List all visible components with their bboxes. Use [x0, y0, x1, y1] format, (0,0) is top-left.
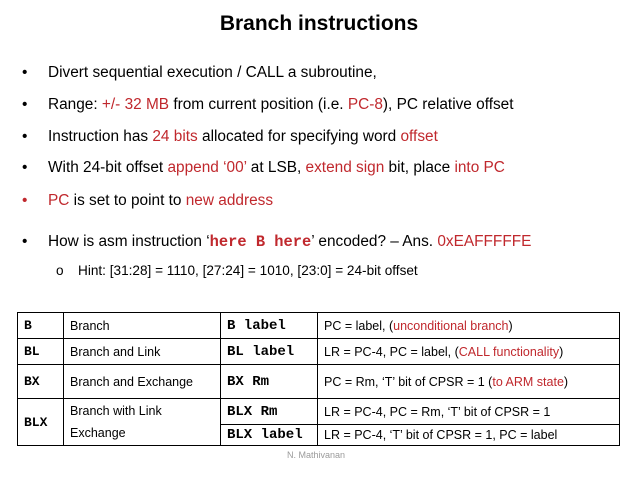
meaning-cell: LR = PC-4, PC = label, (CALL functionali…	[317, 338, 620, 365]
text-segment: With 24-bit offset	[48, 159, 168, 176]
text-segment: PC = Rm, ‘T’ bit of CPSR = 1 (	[324, 374, 493, 389]
text-segment: )	[563, 374, 569, 389]
text-segment: at LSB,	[246, 159, 306, 176]
hint-line: o Hint: [31:28] = 1110, [27:24] = 1010, […	[56, 263, 418, 278]
bullet-marker: •	[22, 159, 28, 176]
example-cell: BLX label	[220, 424, 318, 446]
highlighted-text: +/- 32 MB	[101, 96, 170, 113]
highlighted-text: offset	[400, 128, 438, 145]
bullet-item: • Instruction has 24 bits allocated for s…	[22, 128, 438, 146]
example-cell: B label	[220, 312, 318, 339]
text-segment: allocated for specifying word	[197, 128, 401, 145]
text-segment: Divert sequential execution / CALL a sub…	[48, 64, 377, 81]
opcode-cell: B	[17, 312, 64, 339]
sub-bullet-marker: o	[56, 263, 64, 278]
footer-author: N. Mathivanan	[287, 450, 346, 460]
highlighted-text: CALL functionality	[458, 344, 560, 359]
highlighted-text: PC-8	[347, 96, 383, 113]
bullet-marker: •	[22, 192, 28, 209]
meaning-cell: PC = label, (unconditional branch)	[317, 312, 620, 339]
example-cell: BLX Rm	[220, 398, 318, 425]
branch-instruction-table: B Branch B label PC = label, (unconditio…	[17, 312, 620, 446]
text-segment: from current position (i.e.	[169, 96, 348, 113]
bullet-item: • PC is set to point to new address	[22, 192, 273, 210]
text-segment: LR = PC-4, PC = Rm, ‘T’ bit of CPSR = 1	[324, 404, 551, 419]
text-segment: Instruction has	[48, 128, 153, 145]
highlighted-text: 24 bits	[152, 128, 198, 145]
bullet-marker: •	[22, 64, 28, 81]
highlighted-text: into PC	[454, 159, 505, 176]
opcode-cell: BL	[17, 338, 64, 365]
bullet-marker: •	[22, 128, 28, 145]
bullet-item: • How is asm instruction ‘here B here’ en…	[22, 233, 531, 251]
example-cell: BX Rm	[220, 364, 318, 399]
text-segment: How is asm instruction ‘	[48, 233, 210, 250]
text-segment: ), PC relative offset	[382, 96, 514, 113]
highlighted-text: 0xEAFFFFFE	[437, 233, 532, 250]
description-cell: Branch and Exchange	[63, 364, 221, 399]
bullet-item: • Range: +/- 32 MB from current position …	[22, 96, 514, 114]
highlighted-text: extend sign	[305, 159, 385, 176]
slide-title: Branch instructions	[219, 12, 419, 35]
text-segment: )	[508, 318, 513, 333]
table-row: B Branch B label PC = label, (unconditio…	[17, 312, 620, 339]
meaning-cell: LR = PC-4, PC = Rm, ‘T’ bit of CPSR = 1	[317, 398, 620, 425]
opcode-cell: BLX	[17, 398, 64, 446]
opcode-cell: BX	[17, 364, 64, 399]
meaning-cell: LR = PC-4, ‘T’ bit of CPSR = 1, PC = lab…	[317, 424, 620, 446]
highlighted-text: to ARM state	[492, 374, 564, 389]
text-segment: PC = label, (	[324, 318, 394, 333]
highlighted-text: here B here	[209, 233, 312, 251]
text-segment: Range:	[48, 96, 102, 113]
meaning-cell: PC = Rm, ‘T’ bit of CPSR = 1 (to ARM sta…	[317, 364, 620, 399]
description-cell: Branch and Link	[63, 338, 221, 365]
example-cell: BL label	[220, 338, 318, 365]
bullet-item: • Divert sequential execution / CALL a su…	[22, 64, 377, 82]
text-segment: )	[559, 344, 564, 359]
highlighted-text: append ‘00’	[167, 159, 247, 176]
hint-text: Hint: [31:28] = 1110, [27:24] = 1010, [2…	[78, 263, 418, 278]
text-segment: ’ encoded? – Ans.	[311, 233, 438, 250]
description-cell: Branch with Link Exchange	[63, 398, 221, 446]
highlighted-text: PC	[48, 192, 70, 209]
table-row: BL Branch and Link BL label LR = PC-4, P…	[17, 338, 620, 365]
highlighted-text: unconditional branch	[393, 318, 509, 333]
text-segment: LR = PC-4, PC = label, (	[324, 344, 459, 359]
table-row: BLX label LR = PC-4, ‘T’ bit of CPSR = 1…	[18, 424, 620, 446]
table-row: BLX Branch with Link Exchange BLX Rm LR …	[17, 398, 620, 446]
text-segment: LR = PC-4, ‘T’ bit of CPSR = 1, PC = lab…	[324, 428, 558, 442]
bullet-marker: •	[22, 233, 28, 250]
text-segment: is set to point to	[69, 192, 186, 209]
highlighted-text: new address	[185, 192, 274, 209]
description-cell: Branch	[63, 312, 221, 339]
table-row: BX Branch and Exchange BX Rm PC = Rm, ‘T…	[17, 364, 620, 399]
text-segment: bit, place	[384, 159, 455, 176]
bullet-item: •With 24-bit offset append ‘00’ at LSB, …	[22, 159, 505, 177]
bullet-marker: •	[22, 96, 28, 113]
